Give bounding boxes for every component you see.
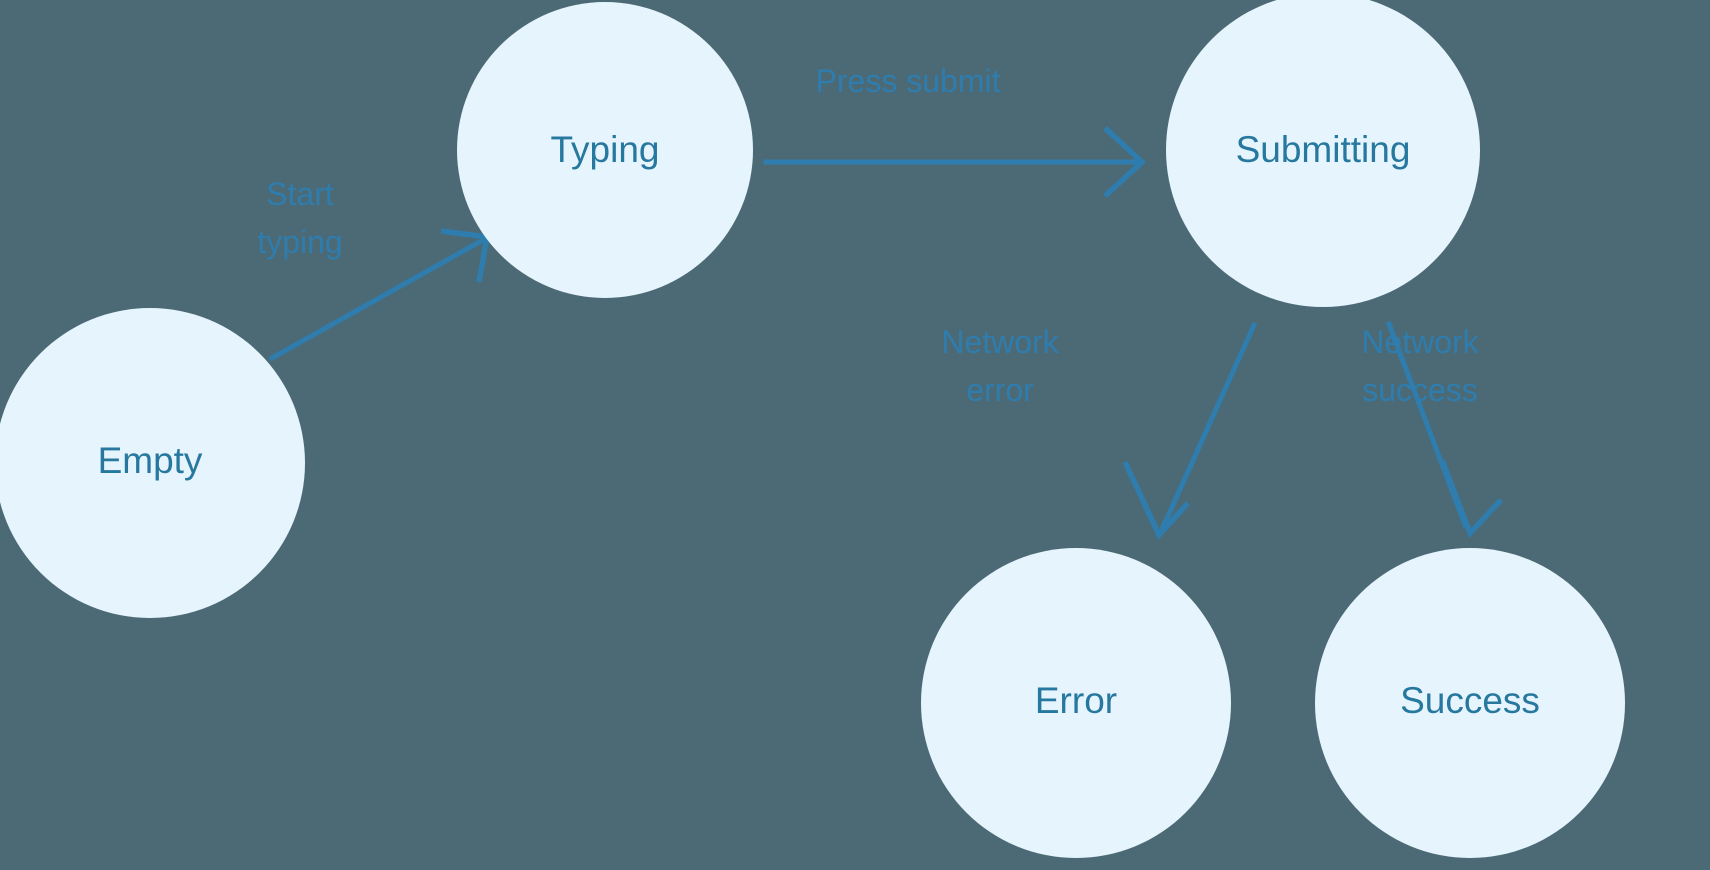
edge-typing-to-submitting [763,125,1147,199]
edge-label-submitting-to-success: Network success [1361,324,1479,408]
node-success[interactable]: Success [1315,548,1625,858]
node-circle-empty[interactable] [0,308,305,618]
node-submitting[interactable]: Submitting [1166,0,1480,307]
edge-line-empty-to-typing [268,236,487,362]
edge-submitting-to-error [1122,321,1258,540]
edge-label-submitting-to-error-line1: Network [941,324,1059,360]
edge-submitting-to-success [1385,320,1504,539]
node-circle-error[interactable] [921,548,1231,858]
node-circle-success[interactable] [1315,548,1625,858]
edge-label-empty-to-typing: Start typing [257,176,342,260]
arrowhead-submitting-to-success [1439,459,1504,539]
node-error[interactable]: Error [921,548,1231,858]
node-typing[interactable]: Typing [457,2,753,298]
edge-label-submitting-to-error: Network error [941,324,1059,408]
edge-label-submitting-to-error-line2: error [966,372,1034,408]
edge-label-empty-to-typing-line1: Start [266,176,334,212]
node-label-error: Error [1035,680,1117,721]
node-circle-typing[interactable] [457,2,753,298]
edge-line-submitting-to-error [1159,321,1258,531]
node-circle-submitting[interactable] [1166,0,1480,307]
node-label-empty: Empty [98,440,203,481]
edge-label-typing-to-submitting: Press submit [816,63,1001,99]
arrowhead-typing-to-submitting [1103,125,1147,199]
node-empty[interactable]: Empty [0,308,305,618]
arrowhead-submitting-to-error [1122,460,1191,540]
node-label-success: Success [1400,680,1540,721]
edge-label-typing-to-submitting-line1: Press submit [816,63,1001,99]
node-label-typing: Typing [550,129,659,170]
arrowhead-empty-to-typing [440,228,491,283]
edge-label-empty-to-typing-line2: typing [257,224,342,260]
edge-label-submitting-to-success-line2: success [1362,372,1478,408]
edge-label-submitting-to-success-line1: Network [1361,324,1479,360]
node-label-submitting: Submitting [1236,129,1411,170]
